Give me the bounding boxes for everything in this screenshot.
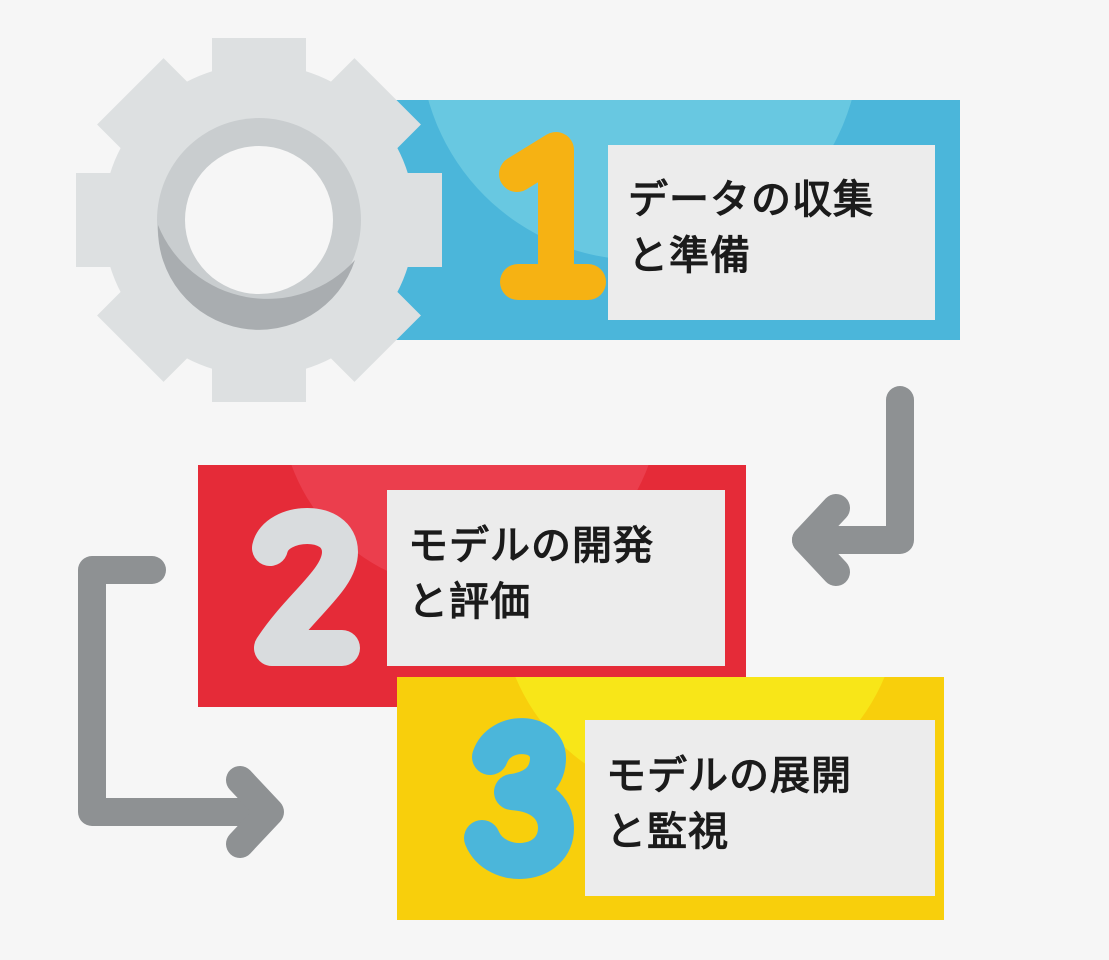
step-1-number-glyph: [499, 132, 606, 300]
gear-icon: [76, 38, 442, 402]
step-1-label-line2: と準備: [628, 233, 751, 279]
step-3-number-glyph: [464, 718, 574, 879]
step-3-label-line1: モデルの展開: [606, 753, 852, 799]
step-2-textbox: [387, 490, 725, 666]
bracket-arrow-icon: [78, 556, 284, 858]
step-1-label: データの収集 と準備: [628, 172, 874, 284]
step-3-textbox: [585, 720, 935, 896]
step-3-label: モデルの展開 と監視: [606, 748, 852, 860]
step-2-label-line1: モデルの開発: [408, 523, 654, 569]
return-arrow-icon: [792, 386, 914, 586]
step-3-label-line2: と監視: [606, 809, 729, 855]
step-2-label: モデルの開発 と評価: [408, 518, 654, 630]
step-2-label-line2: と評価: [408, 579, 531, 625]
step-1-textbox: [608, 145, 935, 320]
step-1-label-line1: データの収集: [628, 177, 874, 223]
step-2-number-glyph: [252, 508, 360, 666]
